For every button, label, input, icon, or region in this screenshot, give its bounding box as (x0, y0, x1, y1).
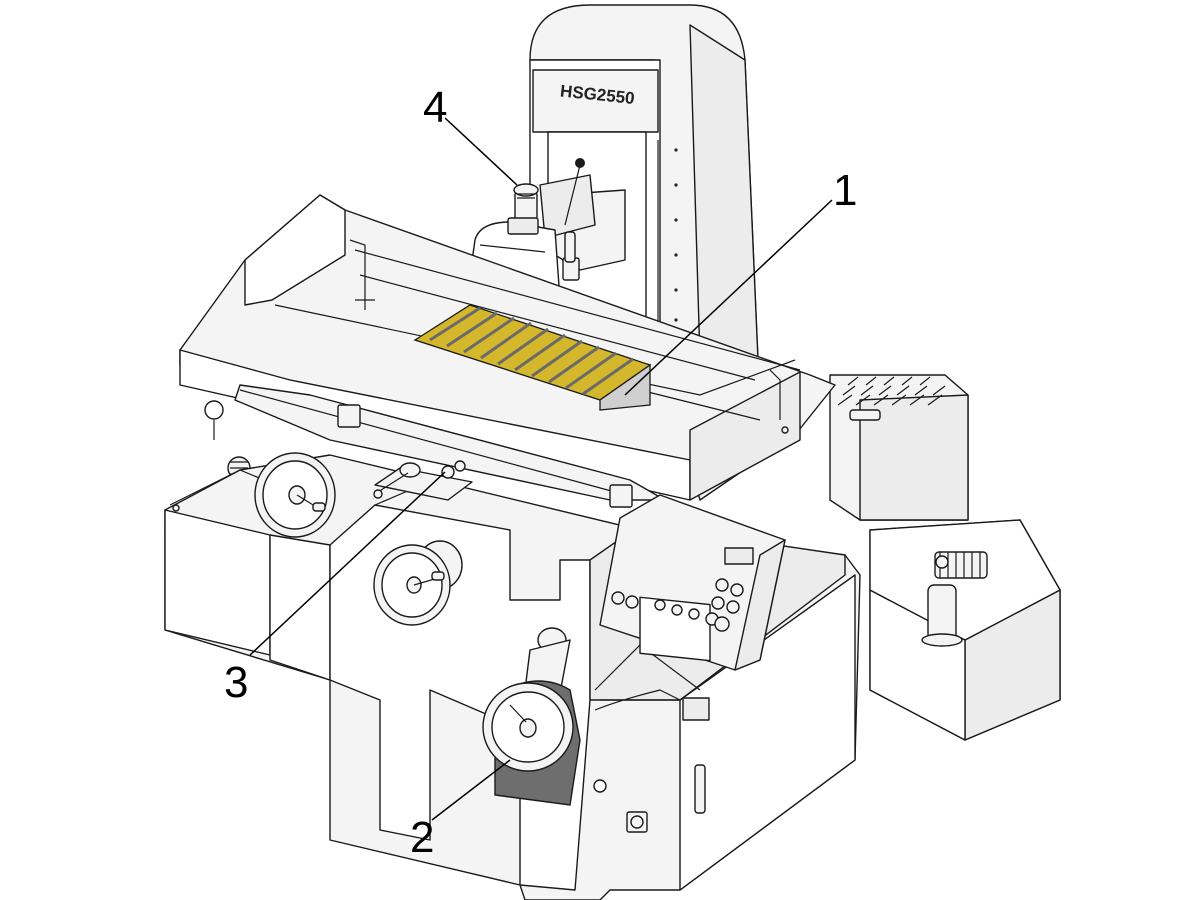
cross-feed-handwheel (373, 540, 463, 626)
hydraulic-pump (921, 551, 988, 647)
column-dots (674, 148, 678, 322)
callout-1: 1 (833, 166, 857, 215)
panel-buttons (611, 578, 744, 632)
leader-1 (624, 199, 833, 396)
leader-2 (431, 759, 511, 821)
vertical-feed-handwheel (482, 627, 581, 806)
lever-plate (373, 460, 473, 501)
door-handle (694, 764, 706, 814)
leader-lines (249, 117, 833, 821)
vent-slots (837, 376, 946, 406)
leader-4 (444, 117, 518, 186)
callout-3: 3 (224, 658, 248, 707)
callout-4: 4 (423, 83, 447, 132)
chuck-side (599, 363, 651, 411)
indicator-hole (593, 779, 607, 793)
diamond-dresser (507, 158, 585, 235)
handle (849, 409, 881, 421)
chuck-stripes (429, 306, 634, 396)
callout-2: 2 (410, 813, 434, 862)
panel-display (724, 547, 754, 565)
control-panel (599, 494, 786, 671)
lever-knob (575, 158, 585, 168)
longitudinal-handwheel (254, 452, 336, 538)
hydraulic-unit (829, 374, 1061, 741)
leader-3 (249, 471, 446, 656)
magnetic-chuck (413, 304, 652, 411)
